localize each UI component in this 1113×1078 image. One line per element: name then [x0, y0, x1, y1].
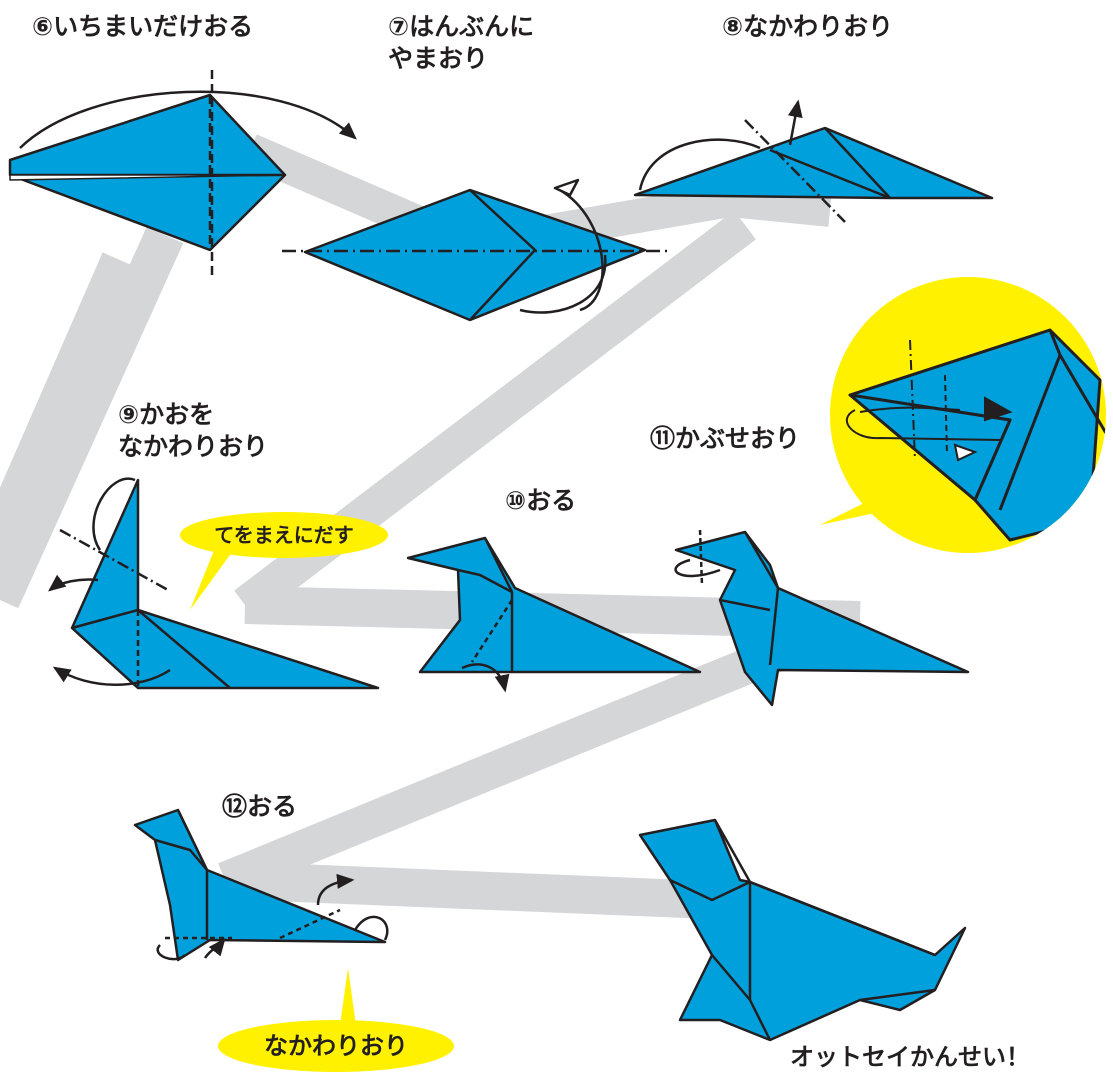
callout-inside-reverse-fold-text: なかわりおり — [264, 1032, 408, 1060]
step12-label: ⑫おる — [222, 792, 298, 821]
step11-label: ⑪かぶせおり — [650, 424, 801, 453]
step8-label: ⑧なかわりおり — [722, 12, 894, 41]
callout-arms-forward-text: てをまえにだす — [214, 523, 354, 547]
final-seal-figure — [638, 818, 967, 1042]
step7-label-line2: やまおり — [388, 44, 489, 73]
step9-label-line1: ⑨かおを — [118, 400, 215, 429]
callout-bubble-final-fold — [218, 968, 454, 1072]
step11-zoom-circle — [820, 277, 1106, 553]
step6-label: ⑥いちまいだけおる — [32, 12, 254, 41]
step8-figure — [633, 99, 994, 223]
callout-bubble-arms — [180, 512, 388, 610]
step11-figure — [674, 529, 970, 707]
step6-figure — [8, 70, 357, 275]
final-caption: オットセイかんせい！ — [790, 1043, 1030, 1071]
step7-figure — [282, 178, 670, 322]
step10-label: ⑩おる — [505, 486, 577, 515]
step10-figure — [406, 536, 702, 693]
step9-label-line2: なかわりおり — [118, 432, 269, 461]
step12-figure — [133, 808, 389, 962]
step7-label-line1: ⑦はんぶんに — [388, 12, 535, 41]
step9-figure — [48, 477, 380, 690]
